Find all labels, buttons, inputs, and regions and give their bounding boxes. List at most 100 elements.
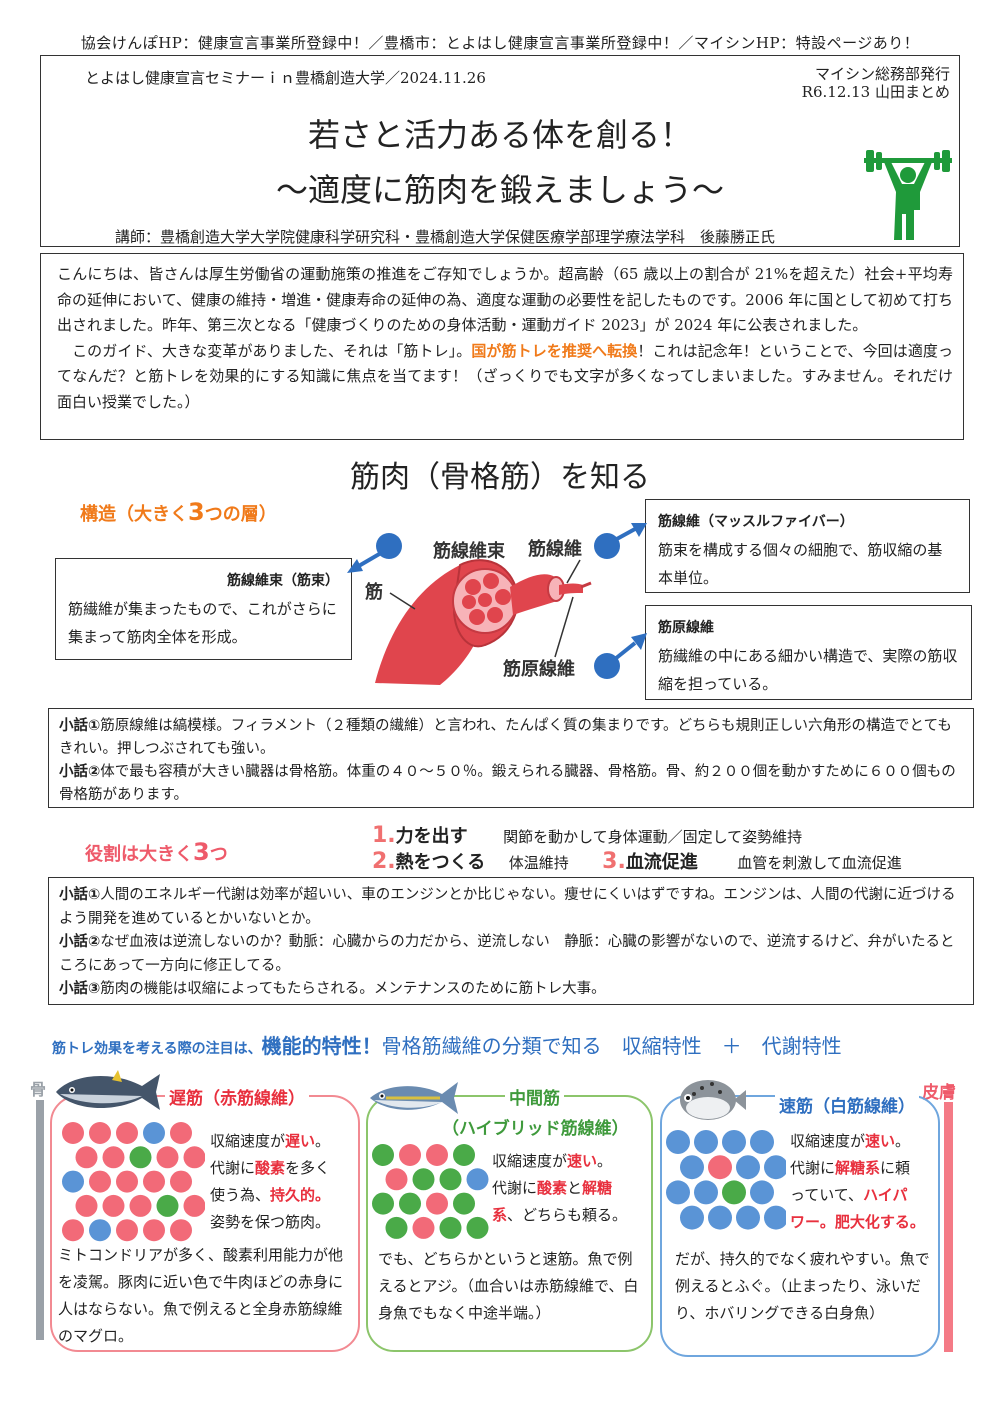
fiber-dot xyxy=(62,1170,84,1193)
myofibril-box: 筋原線維 筋繊維の中にある細かい構造で、実際の筋収縮を担っている。 xyxy=(645,605,972,700)
slow-fiber-dots xyxy=(62,1122,205,1242)
publisher: マイシン総務部発行 xyxy=(814,65,950,83)
intermediate-fiber-subtitle: （ハイブリッド筋線維） xyxy=(438,1114,633,1139)
fiber-dot xyxy=(372,1144,394,1166)
fiber-dot xyxy=(399,1192,421,1215)
label-myofibril: 筋原線維 xyxy=(503,658,575,680)
intro-paragraph-2: このガイド、大きな変革がありました、それは「筋トレ」。国が筋トレを推奨へ転換！こ… xyxy=(57,341,953,411)
label-fiber: 筋線維 xyxy=(528,538,582,560)
fiber-dot xyxy=(129,1194,152,1217)
label-bundle: 筋線維束 xyxy=(433,540,506,562)
fiber-dot xyxy=(183,1194,205,1217)
fiber-dot xyxy=(466,1216,489,1239)
roles-heading: 役割は大きく3つ xyxy=(85,838,228,866)
fiber-dot xyxy=(722,1180,746,1205)
fiber-dot xyxy=(102,1194,125,1217)
fiber-dot xyxy=(170,1170,192,1193)
fiber-dot xyxy=(170,1122,192,1144)
fiber-dot xyxy=(412,1216,435,1239)
structure-heading: 構造（大きく3つの層） xyxy=(80,498,277,526)
fiber-dot xyxy=(412,1168,435,1191)
fascicle-title: 筋線維束（筋束） xyxy=(227,573,339,589)
fiber-dot xyxy=(385,1168,408,1191)
fiber-text: 筋束を構成する個々の細胞で、筋収縮の基本単位。 xyxy=(658,541,943,587)
pufferfish-icon xyxy=(680,1080,746,1120)
trivia-item: 小話②なぜ血液は逆流しないのか？動脈：心臓からの力だから、逆流しない 静脈：心臓… xyxy=(59,934,955,974)
intermediate-fiber-notes: でも、どちらかというと速筋。魚で例えるとアジ。（血合いは赤筋線維で、白身魚でもな… xyxy=(378,1250,639,1322)
fiber-dot xyxy=(116,1122,138,1144)
fiber-dot xyxy=(399,1144,421,1166)
fiber-dot xyxy=(426,1144,448,1166)
role-item-1: 1.力を出す 関節を動かして身体運動／固定して姿勢維持 xyxy=(372,823,803,848)
fiber-dot xyxy=(439,1168,462,1191)
arrow-dot-fiber xyxy=(594,533,620,559)
seminar-info: とよはし健康宣言セミナーｉｎ豊橋創造大学／2024.11.26 xyxy=(85,69,486,87)
page-title: 若さと活力ある体を創る！ xyxy=(307,116,692,154)
arrow-dot-myofibril xyxy=(594,653,620,679)
intermediate-fiber-desc: 収縮速度が速い。 代謝に酸素と解糖 系、どちらも頼る。 xyxy=(492,1152,628,1224)
fiber-dot xyxy=(372,1192,394,1215)
header-box xyxy=(40,55,960,247)
fiber-dot xyxy=(143,1170,165,1193)
fiber-dot xyxy=(156,1146,179,1169)
fiber-dot xyxy=(116,1170,138,1193)
horse-mackerel-icon xyxy=(370,1082,458,1114)
fiber-dot xyxy=(453,1192,475,1215)
bone-label: 骨 xyxy=(30,1080,47,1099)
skin-bar xyxy=(944,1102,953,1352)
fiber-dot xyxy=(694,1130,718,1154)
fast-fiber-title: 速筋（白筋線維） xyxy=(775,1092,919,1117)
slow-fiber-notes: ミトコンドリアが多く、酸素利用能力が他を凌駕。豚肉に近い色で牛肉ほどの赤身に人は… xyxy=(58,1246,344,1345)
fiber-dot xyxy=(666,1130,690,1154)
fiber-dot xyxy=(736,1155,760,1180)
label-muscle: 筋 xyxy=(365,581,383,603)
pointer-arrows xyxy=(347,523,647,679)
fiber-title: 筋線維（マッスルファイバー） xyxy=(658,514,854,530)
intermediate-fiber-dots xyxy=(372,1144,489,1239)
fast-fiber-notes: だが、持久的でなく疲れやすい。魚で例えるとふぐ。（止まったり、泳いだり、ホバリン… xyxy=(675,1250,930,1322)
lecturer: 講師：豊橋創造大学大学院健康科学研究科・豊橋創造大学保健医療学部理学療法学科 後… xyxy=(115,228,776,246)
fiber-dot xyxy=(102,1146,125,1169)
fiber-dot xyxy=(426,1192,448,1215)
fiber-dot xyxy=(89,1170,111,1193)
section-muscle-heading: 筋肉（骨格筋）を知る xyxy=(350,460,650,495)
trivia-item: 小話①筋原線維は縞模様。フィラメント（２種類の繊維）と言われ、たんぱく質の集まり… xyxy=(59,718,952,757)
fiber-dot xyxy=(62,1122,84,1144)
slow-fiber-desc: 収縮速度が遅い。 代謝に酸素を多く 使う為、持久的。 姿勢を保つ筋肉。 xyxy=(210,1132,331,1231)
muscle-diagram: 筋線維束 筋線維 筋 筋原線維 xyxy=(347,523,647,685)
fiber-dot xyxy=(89,1219,111,1242)
intro-paragraph-1: こんにちは、皆さんは厚生労働省の運動施策の推進をご存知でしょうか。超高齢（65 … xyxy=(57,265,953,334)
fiber-dot xyxy=(453,1144,475,1166)
fiber-dot xyxy=(385,1216,408,1239)
fiber-dot xyxy=(156,1194,179,1217)
fiber-box: 筋線維（マッスルファイバー） 筋束を構成する個々の細胞で、筋収縮の基本単位。 xyxy=(645,499,970,593)
fiber-dot xyxy=(143,1122,165,1144)
intro-box: こんにちは、皆さんは厚生労働省の運動施策の推進をご存知でしょうか。超高齢（65 … xyxy=(40,253,964,440)
myofibril-text: 筋繊維の中にある細かい構造で、実際の筋収縮を担っている。 xyxy=(658,647,958,693)
fiber-dot xyxy=(708,1155,732,1180)
fiber-dot xyxy=(439,1216,462,1239)
fiber-dot xyxy=(466,1168,489,1191)
trivia-item: 小話①人間のエネルギー代謝は効率が超いい、車のエンジンとか比じゃない。痩せにくい… xyxy=(59,887,956,927)
weightlifter-icon xyxy=(864,150,952,240)
bone-bar xyxy=(36,1100,44,1340)
top-announcement: 協会けんぽHP：健康宣言事業所登録中！／豊橋市：とよはし健康宣言事業所登録中！／… xyxy=(80,34,920,52)
feature-heading: 筋トレ効果を考える際の注目は、機能的特性！骨格筋繊維の分類で知る 収縮特性 ＋ … xyxy=(52,1034,842,1058)
fiber-dot xyxy=(62,1219,84,1242)
fiber-dot xyxy=(680,1205,704,1230)
intro-highlight: 国が筋トレを推奨へ転換 xyxy=(471,341,638,360)
fiber-dot xyxy=(143,1219,165,1242)
fiber-dot xyxy=(750,1180,774,1205)
fiber-dot xyxy=(694,1180,718,1205)
page-subtitle: ～適度に筋肉を鍛えましょう～ xyxy=(275,171,724,209)
arrow-dot-bundle xyxy=(376,533,402,559)
fiber-dot xyxy=(666,1180,690,1205)
editor: R6.12.13 山田まとめ xyxy=(801,83,950,101)
fascicle-box: 筋線維束（筋束） 筋繊維が集まったもので、これがさらに集まって筋肉全体を形成。 xyxy=(55,558,352,660)
fiber-dot xyxy=(89,1122,111,1144)
trivia-item: 小話③筋肉の機能は収縮によってもたらされる。メンテナンスのために筋トレ大事。 xyxy=(59,981,606,997)
trivia-item: 小話②体で最も容積が大きい臓器は骨格筋。体重の４０～５０％。鍛えられる臓器、骨格… xyxy=(59,764,956,803)
fiber-dot xyxy=(129,1146,152,1169)
fascicle-text: 筋繊維が集まったもので、これがさらに集まって筋肉全体を形成。 xyxy=(68,600,337,646)
tuna-icon xyxy=(56,1070,160,1110)
